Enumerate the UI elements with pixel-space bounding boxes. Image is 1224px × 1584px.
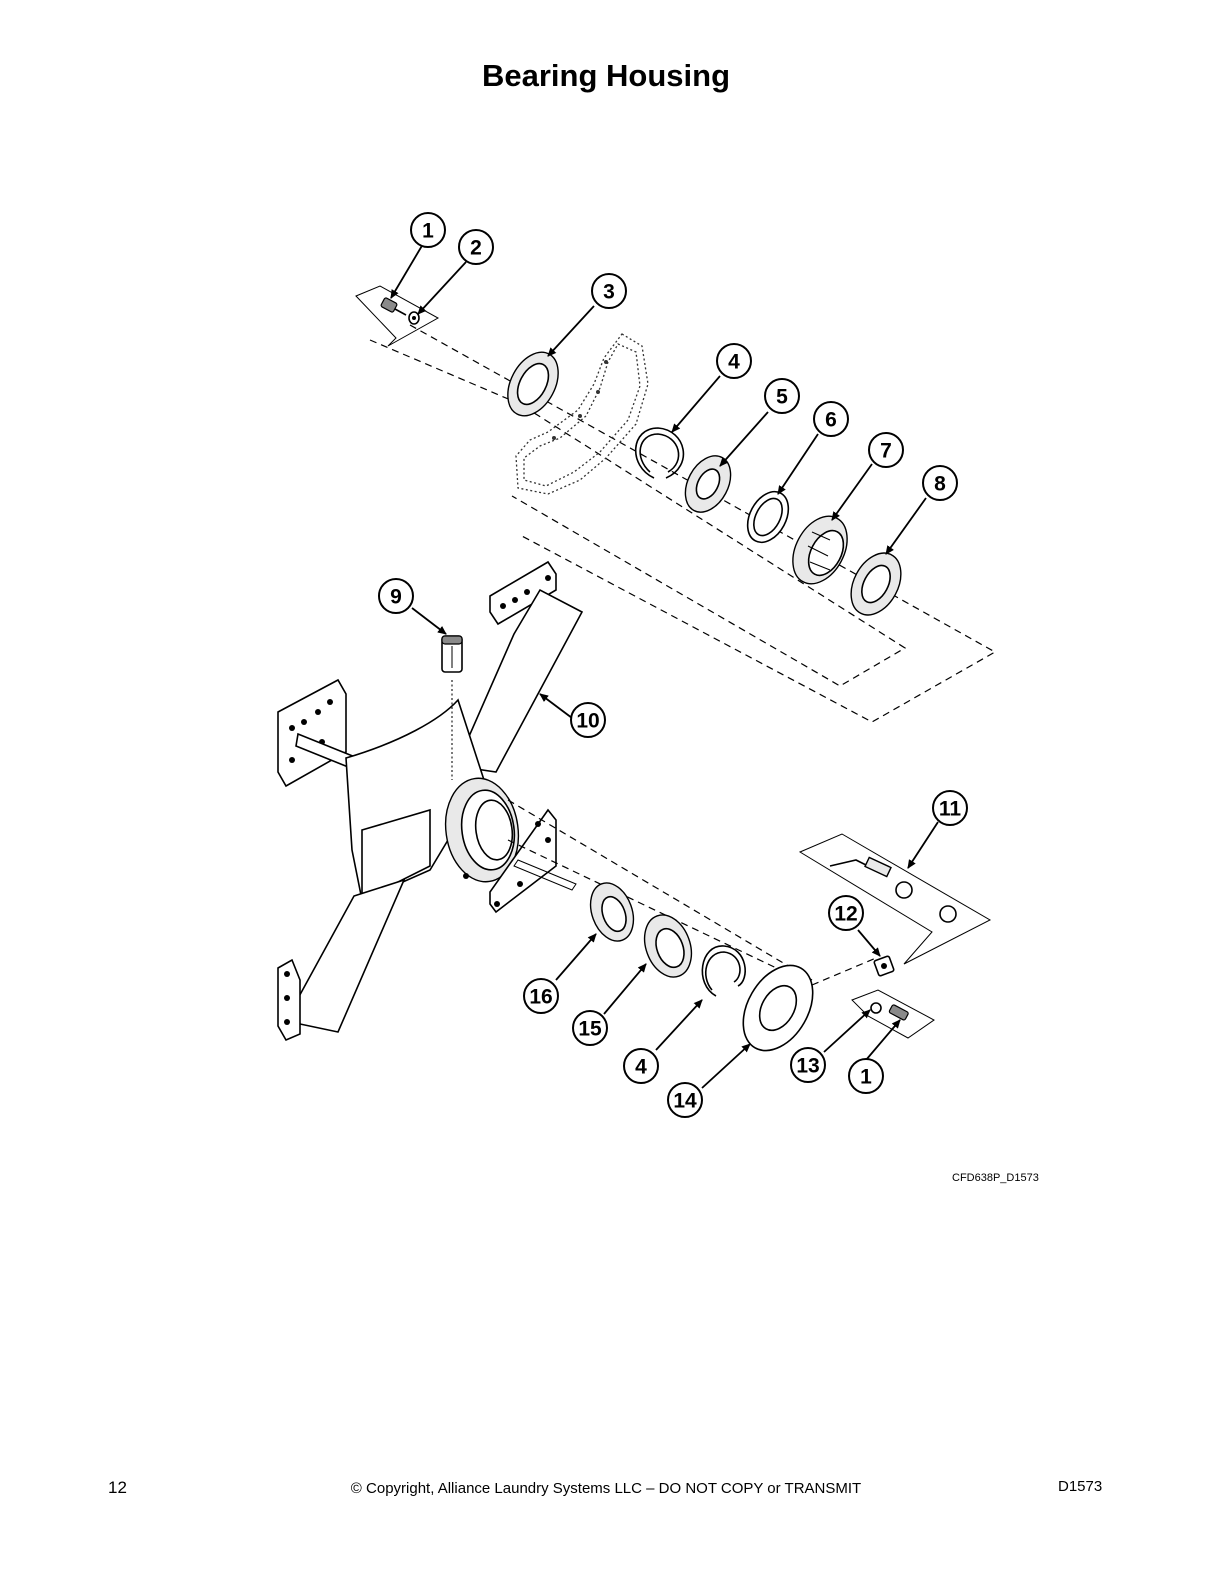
callout-11: 11 xyxy=(932,790,968,826)
callout-8: 8 xyxy=(922,465,958,501)
callout-label: 13 xyxy=(796,1055,819,1078)
callout-16: 16 xyxy=(523,978,559,1014)
lock-nut-part-16 xyxy=(589,882,635,942)
callout-4-top: 4 xyxy=(716,343,752,379)
spacer-ring-part-6 xyxy=(746,490,790,544)
document-id: D1573 xyxy=(1058,1478,1103,1495)
callout-label: 1 xyxy=(422,220,434,243)
seal-part-5 xyxy=(684,455,732,513)
callout-leaders xyxy=(390,243,939,1089)
mounting-plate-outline xyxy=(515,333,649,495)
bolt-icon xyxy=(888,1004,909,1021)
callout-label: 10 xyxy=(576,710,599,733)
lock-washer-icon xyxy=(870,1002,882,1014)
retaining-ring-part-4-lower xyxy=(701,945,746,997)
callout-7: 7 xyxy=(868,432,904,468)
callout-2: 2 xyxy=(458,229,494,265)
page-title: Bearing Housing xyxy=(481,58,730,93)
callout-6: 6 xyxy=(813,401,849,437)
callout-label: 16 xyxy=(529,986,552,1009)
callout-label: 3 xyxy=(603,281,615,304)
callout-label: 15 xyxy=(578,1018,602,1041)
grease-fitting-part-9 xyxy=(441,635,463,780)
seal-plate-part-3 xyxy=(507,351,559,417)
callout-label: 2 xyxy=(470,237,482,260)
callout-label: 11 xyxy=(939,798,962,821)
bearing-part-15 xyxy=(643,914,693,978)
callout-label: 8 xyxy=(934,473,946,496)
callout-label: 6 xyxy=(825,409,837,432)
callout-label: 14 xyxy=(673,1090,697,1113)
clip-part-12 xyxy=(873,955,895,977)
callout-4-bottom: 4 xyxy=(623,1048,659,1084)
lower-assembly-guide-lines xyxy=(507,799,877,986)
roller-bearing-part-7 xyxy=(792,515,848,585)
callout-label: 4 xyxy=(728,351,740,374)
callout-5: 5 xyxy=(764,378,800,414)
callout-9: 9 xyxy=(378,578,414,614)
callout-label: 5 xyxy=(776,386,788,409)
figure-id: CFD638P_D1573 xyxy=(952,1172,1039,1184)
callout-15: 15 xyxy=(572,1010,608,1046)
callout-1-bottom: 1 xyxy=(848,1058,884,1094)
callout-1-top: 1 xyxy=(410,212,446,248)
seal-plate-part-14 xyxy=(742,964,814,1052)
bolt-icon xyxy=(380,297,398,313)
page-number: 12 xyxy=(108,1478,127,1497)
stud-kit-panel-part-11 xyxy=(798,833,992,965)
callout-label: 12 xyxy=(834,903,857,926)
lock-nut-part-8 xyxy=(850,552,902,616)
callout-label: 7 xyxy=(880,440,892,463)
callout-10: 10 xyxy=(570,702,606,738)
callout-label: 9 xyxy=(390,586,402,609)
hardware-panel-top xyxy=(355,285,440,347)
copyright-notice: © Copyright, Alliance Laundry Systems LL… xyxy=(350,1480,862,1497)
retaining-ring-part-4-upper xyxy=(634,427,685,479)
callout-12: 12 xyxy=(828,895,864,931)
callout-13: 13 xyxy=(790,1047,826,1083)
callout-3: 3 xyxy=(591,273,627,309)
upper-assembly-guide-lines xyxy=(369,324,997,723)
callout-label: 4 xyxy=(635,1056,647,1079)
bearing-housing-part-10 xyxy=(277,560,584,1042)
callout-14: 14 xyxy=(667,1082,703,1118)
callout-label: 1 xyxy=(860,1066,872,1089)
